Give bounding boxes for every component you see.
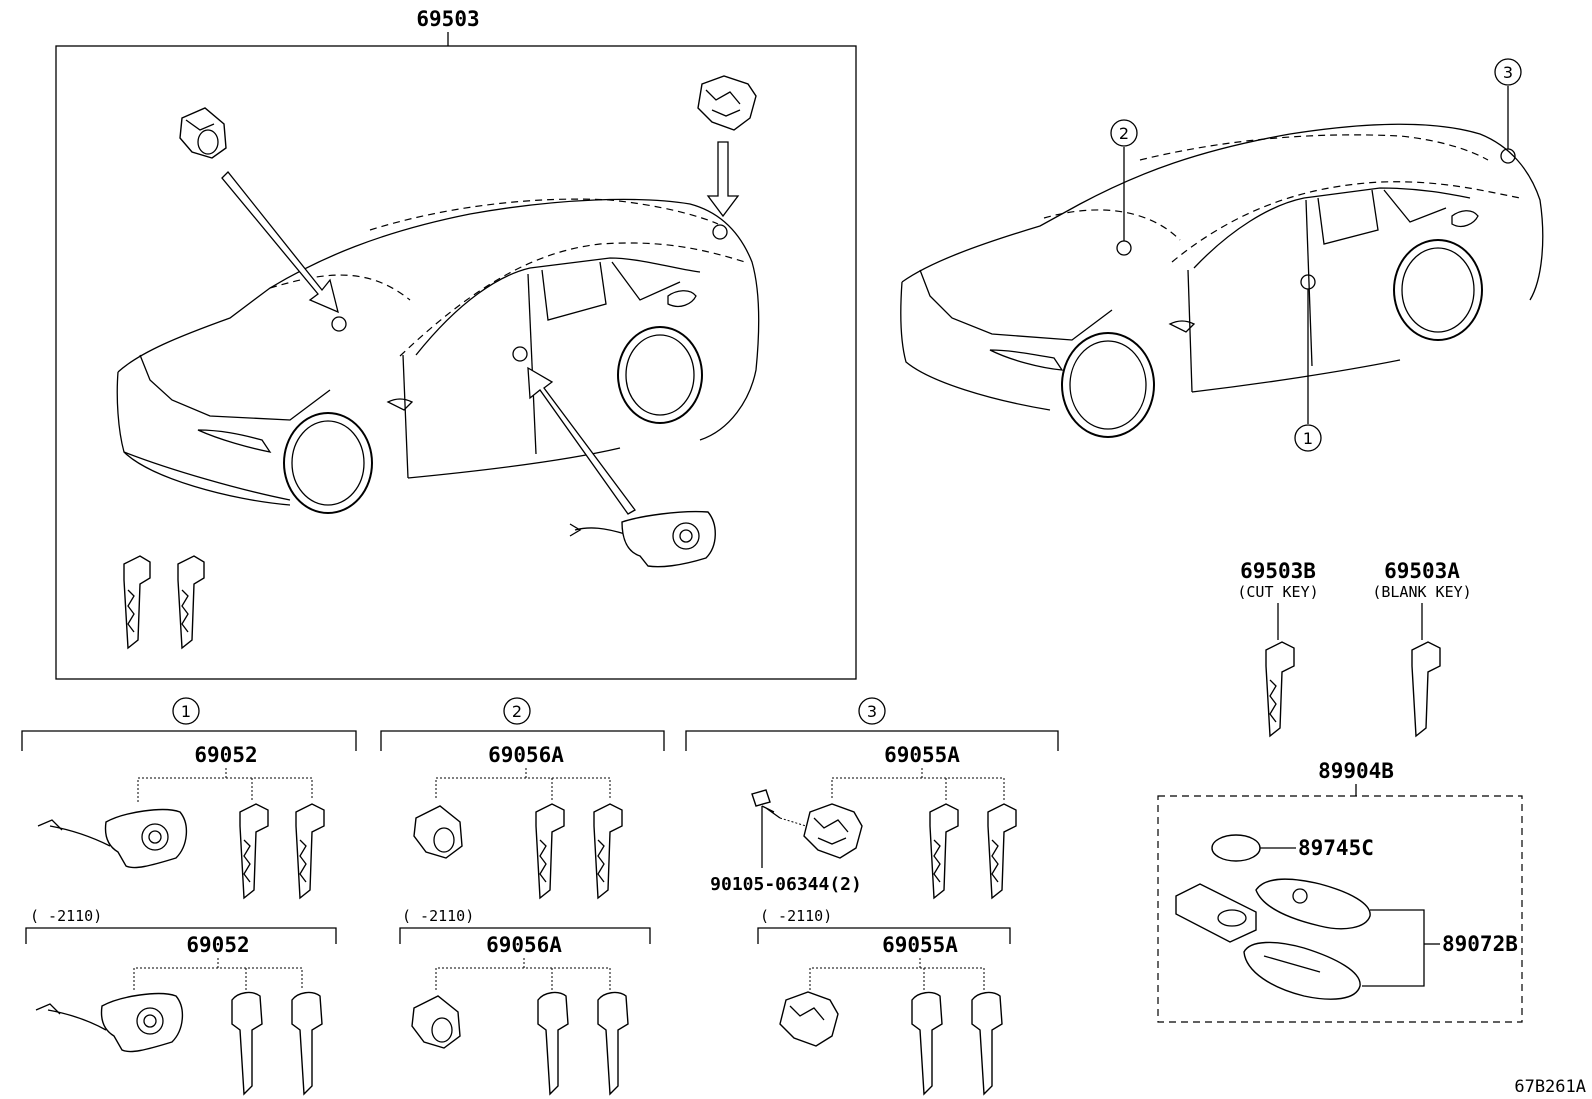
group2-alt-period: ( -2110) bbox=[402, 907, 474, 925]
assembly-frame bbox=[55, 45, 857, 680]
group-69052: 69052 bbox=[37, 743, 325, 900]
transmitter-group: 89904B 89745C 89072B bbox=[1157, 759, 1523, 1023]
callout-3-car: 3 bbox=[1494, 58, 1522, 86]
svg-text:2: 2 bbox=[512, 702, 522, 721]
smart-key-fob-top bbox=[1255, 878, 1371, 930]
front-wheel bbox=[1061, 332, 1155, 438]
rear-wheel bbox=[617, 326, 703, 424]
group-69055A: 69055A 90105-06344(2) bbox=[710, 743, 1017, 900]
hood-lock-cylinder bbox=[179, 107, 227, 159]
group2-number: 69056A bbox=[488, 743, 564, 767]
assembly-box: 69503 bbox=[55, 7, 857, 680]
front-wheel bbox=[283, 412, 373, 514]
group-69055A-alt: ( -2110) 69055A bbox=[757, 907, 1011, 1096]
case-number: 89072B bbox=[1442, 932, 1518, 956]
box-keys bbox=[123, 555, 205, 650]
battery-number: 89745C bbox=[1298, 836, 1374, 860]
arrow-to-hood bbox=[221, 171, 339, 314]
battery-icon bbox=[1211, 834, 1261, 862]
assembly-number: 69503 bbox=[416, 7, 479, 31]
callout-1-car: 1 bbox=[1294, 424, 1322, 452]
car-illustration-left bbox=[116, 141, 760, 515]
group3-number: 69055A bbox=[884, 743, 960, 767]
trunk-lock-cylinder bbox=[697, 75, 757, 131]
group3-alt-period: ( -2110) bbox=[760, 907, 832, 925]
cut-key-desc: (CUT KEY) bbox=[1237, 583, 1318, 601]
callout-2-car: 2 bbox=[1110, 119, 1138, 147]
group1-alt-period: ( -2110) bbox=[30, 907, 102, 925]
door-lock-cylinder bbox=[569, 510, 716, 568]
cut-key-number: 69503B bbox=[1240, 559, 1316, 583]
diagram-code: 67B261A bbox=[1514, 1077, 1586, 1097]
group1-alt-number: 69052 bbox=[186, 933, 249, 957]
group-callout-3: 3 bbox=[858, 697, 886, 725]
svg-text:1: 1 bbox=[181, 702, 191, 721]
group3-alt-number: 69055A bbox=[882, 933, 958, 957]
rear-wheel bbox=[1393, 239, 1483, 341]
transmitter-number: 89904B bbox=[1318, 759, 1394, 783]
group-callout-2: 2 bbox=[503, 697, 531, 725]
cut-key-item: 69503B (CUT KEY) bbox=[1237, 559, 1319, 738]
transmitter-box bbox=[1157, 795, 1523, 1023]
blank-key-item: 69503A (BLANK KEY) bbox=[1372, 559, 1472, 738]
group-69052-alt: ( -2110) 69052 bbox=[25, 907, 337, 1096]
blank-key-desc: (BLANK KEY) bbox=[1372, 583, 1471, 601]
blank-key-number: 69503A bbox=[1384, 559, 1460, 583]
svg-text:3: 3 bbox=[1503, 63, 1513, 82]
car-illustration-right bbox=[900, 86, 1544, 438]
arrow-to-door bbox=[527, 366, 636, 515]
group-69056A-alt: ( -2110) 69056A bbox=[399, 907, 651, 1096]
smart-key-fob-case bbox=[1243, 941, 1361, 1000]
group1-number: 69052 bbox=[194, 743, 257, 767]
group-callout-1: 1 bbox=[172, 697, 200, 725]
svg-text:2: 2 bbox=[1119, 124, 1129, 143]
group-69056A: 69056A bbox=[413, 743, 623, 900]
arrow-to-trunk bbox=[706, 141, 740, 218]
svg-text:3: 3 bbox=[867, 702, 877, 721]
group2-alt-number: 69056A bbox=[486, 933, 562, 957]
bolt-icon bbox=[751, 789, 771, 807]
svg-text:1: 1 bbox=[1303, 429, 1313, 448]
bolt-number: 90105-06344(2) bbox=[710, 874, 862, 895]
